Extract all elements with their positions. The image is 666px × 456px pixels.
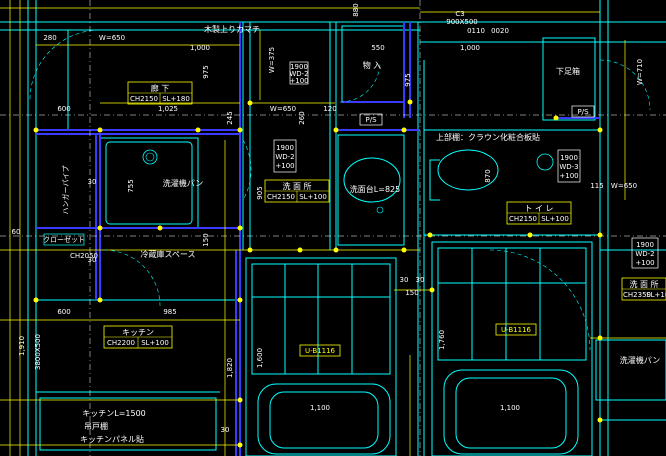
- fridge-space-label: 冷蔵庫スペース: [140, 249, 195, 259]
- room-sl-washroom-right: SL+100: [646, 291, 666, 299]
- dim-1820: 1,820: [226, 358, 234, 378]
- room-sl-washroom: SL+100: [299, 193, 327, 201]
- tag-c-line1: 1900: [560, 154, 578, 162]
- dim-3800: 3800X500: [34, 334, 42, 370]
- dim-1910: 1,910: [18, 336, 26, 356]
- dim-260: 260: [298, 111, 306, 124]
- tag-d-line3: +100: [635, 259, 654, 267]
- dim-150-b: 150: [405, 289, 418, 297]
- dim-1100-a: 1,100: [310, 404, 330, 412]
- tag-a-line1: 1900: [290, 63, 308, 71]
- dim-975-a: 975: [202, 65, 210, 78]
- room-ch-toilet: CH2150: [509, 215, 537, 223]
- wood-frame-label: 木製上りカマチ: [204, 24, 260, 34]
- dim-w710: W=710: [636, 59, 644, 85]
- room-name-washroom-right: 洗 面 所: [629, 279, 658, 289]
- tag-b-line2: WD-2: [275, 153, 294, 161]
- dim-w650-right: W=650: [611, 182, 637, 190]
- dim-0020: 0020: [491, 27, 509, 35]
- room-name-toilet: ト イ レ: [524, 204, 553, 213]
- laundry-pan-label: 洗濯機パン: [163, 178, 203, 188]
- tag-b-line1: 1900: [276, 144, 294, 152]
- shoe-storage-label: 下足箱: [556, 66, 580, 76]
- room-ch-hallway: CH2150: [130, 95, 158, 103]
- dim-w650-top: W=650: [99, 34, 125, 42]
- dim-120: 120: [323, 105, 336, 113]
- dim-1600: 1,600: [256, 348, 264, 368]
- room-ch-washroom: CH2150: [267, 193, 295, 201]
- dim-600-a: 600: [57, 105, 70, 113]
- dim-600-b: 600: [57, 308, 70, 316]
- dim-30-c: 30: [400, 276, 409, 284]
- room-ch-kitchen: CH2200: [107, 339, 135, 347]
- kitchen-spec-label: キッチンL=1500: [82, 409, 146, 418]
- unit-bath-label-left: U-B1116: [305, 347, 336, 355]
- vanity-label: 洗面台L=825: [350, 184, 400, 194]
- room-sl-kitchen: SL+100: [141, 339, 169, 347]
- tag-d-line1: 1900: [636, 241, 654, 249]
- tag-b-line3: +100: [275, 162, 294, 170]
- dim-1100-b: 1,100: [500, 404, 520, 412]
- dim-60: 60: [12, 228, 21, 236]
- dim-30-d: 30: [416, 276, 425, 284]
- tag-a-line3: +100: [289, 77, 308, 85]
- dim-30-b: 30: [88, 256, 97, 264]
- dim-245: 245: [226, 111, 234, 124]
- dim-w375: W=375: [268, 47, 276, 73]
- dim-985: 985: [163, 308, 176, 316]
- dim-550: 550: [371, 44, 384, 52]
- closet-ch-label: CH2050: [70, 252, 98, 260]
- room-sl-toilet: SL+100: [541, 215, 569, 223]
- dim-0110: 0110: [467, 27, 485, 35]
- hanging-cabinet-label: 吊戸棚: [84, 421, 108, 431]
- dim-1000-a: 1,000: [190, 44, 210, 52]
- upper-cabinet-label: 上部棚：クラウン化粧合板貼: [436, 132, 540, 142]
- dim-150-a: 150: [202, 233, 210, 246]
- dim-w650-mid: W=650: [270, 105, 296, 113]
- storage-label: 物 入: [363, 60, 382, 70]
- dim-280: 280: [43, 34, 56, 42]
- dim-880: 880: [352, 3, 360, 16]
- room-name-washroom: 洗 面 所: [282, 181, 311, 191]
- tag-a-line2: WD-2: [289, 70, 308, 78]
- walls-blue: [36, 22, 600, 456]
- tag-d-line2: WD-2: [635, 250, 654, 258]
- room-name-hallway: 廊 下: [151, 83, 170, 93]
- dim-905: 905: [256, 186, 264, 199]
- tag-c-line3: +100: [559, 172, 578, 180]
- dim-755: 755: [127, 179, 135, 192]
- room-ch-washroom-right: CH2350: [623, 291, 651, 299]
- ps-label-right: P/S: [577, 108, 589, 116]
- dim-1000-b: 1,000: [460, 44, 480, 52]
- ps-label-left: P/S: [365, 116, 377, 124]
- dim-870: 870: [484, 169, 492, 182]
- kitchen-panel-label: キッチンパネル貼: [80, 434, 144, 444]
- structure-dots: [33, 99, 603, 448]
- room-name-kitchen: キッチン: [122, 328, 154, 337]
- door-swings: [29, 29, 651, 351]
- c3-label: C3: [455, 10, 464, 18]
- laundry-pan-label-right: 洗濯機パン: [620, 355, 660, 365]
- dim-30-a: 30: [88, 178, 97, 186]
- dim-1025: 1,025: [158, 105, 178, 113]
- closet-label: クローゼット: [43, 235, 85, 244]
- dim-975-b: 975: [404, 73, 412, 86]
- dim-115: 115: [590, 182, 603, 190]
- door-spec-label: 900X500: [446, 18, 478, 26]
- dim-30-e: 30: [221, 426, 230, 434]
- unit-bath-label-right: U-B1116: [501, 326, 532, 334]
- room-sl-hallway: SL+180: [162, 95, 190, 103]
- dim-1760: 1,760: [438, 330, 446, 350]
- tag-c-line2: WD-3: [559, 163, 578, 171]
- hanger-pipe-label: ハンガーパイプ: [61, 166, 70, 215]
